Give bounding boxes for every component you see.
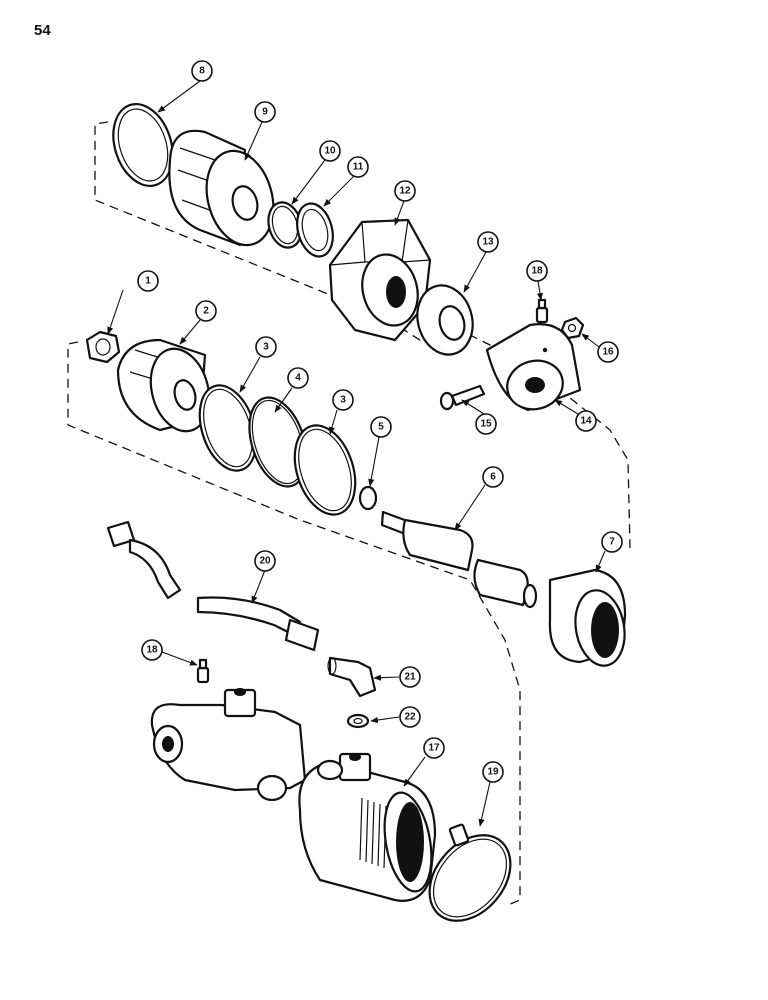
callout-15: 15 <box>475 413 497 435</box>
hose-clamp <box>428 823 512 922</box>
callout-17-label: 17 <box>428 743 440 754</box>
callout-18-lower-label: 18 <box>146 645 158 656</box>
callout-2-label: 2 <box>203 306 209 317</box>
callout-3-left: 3 <box>255 336 277 358</box>
callout-1-label: 1 <box>145 276 151 287</box>
rod-eye <box>485 323 582 412</box>
callout-20: 20 <box>254 550 276 572</box>
page-number: 54 <box>34 22 51 39</box>
callout-19-label: 19 <box>487 767 499 778</box>
callout-11: 11 <box>347 156 369 178</box>
wear-ring-right <box>293 424 357 516</box>
callout-7: 7 <box>601 531 623 553</box>
cylinder-base-end <box>150 688 307 802</box>
grease-fitting-upper <box>535 298 549 324</box>
rod-o-ring <box>358 485 378 511</box>
rod-sleeve <box>548 568 627 667</box>
callout-6-label: 6 <box>490 472 496 483</box>
callout-5: 5 <box>370 416 392 438</box>
callout-16: 16 <box>597 341 619 363</box>
elbow-fitting <box>327 656 377 698</box>
piston <box>116 338 211 433</box>
cylinder-head <box>168 129 275 247</box>
callout-10-label: 10 <box>324 146 336 157</box>
callout-21-label: 21 <box>404 672 416 683</box>
backup-ring <box>296 202 334 258</box>
cap-screw <box>439 384 486 411</box>
callout-21: 21 <box>399 666 421 688</box>
o-ring-small <box>267 201 303 249</box>
callout-11-label: 11 <box>353 162 364 173</box>
hex-nut-large <box>328 218 432 342</box>
cylinder-tube <box>298 752 437 902</box>
callout-3-right: 3 <box>332 389 354 411</box>
callout-8: 8 <box>191 60 213 82</box>
callout-4-label: 4 <box>295 373 301 384</box>
assembly-group-line-middle <box>67 341 521 906</box>
lock-nut <box>85 330 121 364</box>
callout-6: 6 <box>482 466 504 488</box>
callout-18-lower: 18 <box>141 639 163 661</box>
hydraulic-hose <box>106 520 320 652</box>
callout-22: 22 <box>399 706 421 728</box>
callout-17: 17 <box>423 737 445 759</box>
callout-18-upper: 18 <box>526 260 548 282</box>
callout-3-left-label: 3 <box>263 342 269 353</box>
callout-3-right-label: 3 <box>340 395 346 406</box>
callout-9: 9 <box>254 101 276 123</box>
sealing-washer <box>346 713 370 729</box>
callout-16-label: 16 <box>602 347 614 358</box>
grease-fitting-lower <box>196 658 210 684</box>
hex-nut-small <box>560 316 585 340</box>
callout-13: 13 <box>477 231 499 253</box>
bushing-ring <box>416 284 474 356</box>
leader-lines <box>107 80 606 827</box>
piston-rod <box>380 510 538 609</box>
callout-1: 1 <box>137 270 159 292</box>
callout-12: 12 <box>394 180 416 202</box>
callout-20-label: 20 <box>259 556 271 567</box>
callout-7-label: 7 <box>609 537 615 548</box>
callout-18-upper-label: 18 <box>531 266 543 277</box>
o-ring-large <box>112 103 174 187</box>
callout-13-label: 13 <box>482 237 494 248</box>
callout-10: 10 <box>319 140 341 162</box>
callout-12-label: 12 <box>399 186 411 197</box>
callout-15-label: 15 <box>480 419 492 430</box>
callout-14: 14 <box>575 410 597 432</box>
callout-4: 4 <box>287 367 309 389</box>
callout-22-label: 22 <box>404 712 416 723</box>
callout-8-label: 8 <box>199 66 205 77</box>
callout-5-label: 5 <box>378 422 384 433</box>
callout-19: 19 <box>482 761 504 783</box>
callout-9-label: 9 <box>262 107 268 118</box>
callout-14-label: 14 <box>580 416 592 427</box>
callout-2: 2 <box>195 300 217 322</box>
